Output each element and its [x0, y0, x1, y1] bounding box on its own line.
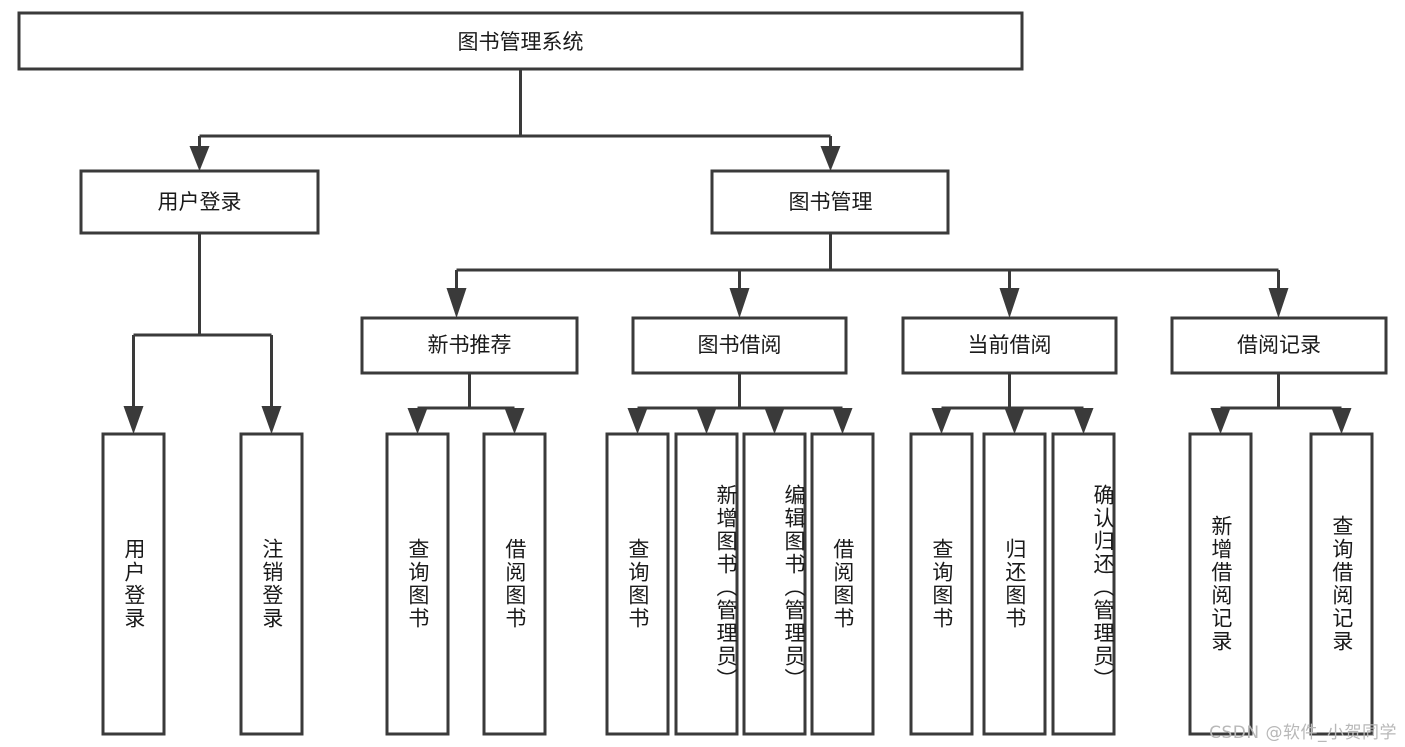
arrowhead-current-leaf-3	[1073, 408, 1094, 434]
arrowhead-root-to-user-login	[189, 146, 210, 171]
arrowhead-borrow-leaf-3	[764, 408, 785, 434]
arrowhead-new-book-leaf-1	[407, 408, 428, 434]
node-current-borrow-label: 当前借阅	[968, 333, 1052, 357]
node-root-box[interactable]	[17, 11, 1024, 71]
leaf-box-return-book[interactable]	[982, 432, 1047, 736]
node-borrow[interactable]: 图书借阅	[631, 316, 848, 375]
node-borrow-records[interactable]: 借阅记录	[1170, 316, 1388, 375]
node-user-login-label: 用户登录	[158, 190, 242, 214]
leaf-box-borrow-book-2[interactable]	[810, 432, 875, 736]
csdn-watermark: CSDN @软件_小贺同学	[1209, 723, 1397, 743]
node-new-book[interactable]: 新书推荐	[360, 316, 579, 375]
connector-group-records	[1210, 373, 1352, 434]
leaf-box-query-book-2[interactable]	[605, 432, 670, 736]
connector-group-user-login	[123, 233, 282, 434]
connector-group-current	[931, 373, 1094, 434]
leaf-box-borrow-book-1[interactable]	[482, 432, 547, 736]
connector-group-book-mgmt	[446, 233, 1289, 318]
arrowhead-book-mgmt-to-current	[999, 288, 1020, 318]
arrowhead-borrow-leaf-4	[832, 408, 853, 434]
node-borrow-label: 图书借阅	[698, 333, 782, 357]
arrowhead-current-leaf-1	[931, 408, 952, 434]
node-borrow-records-box[interactable]	[1170, 316, 1388, 375]
leaf-box-query-book-1[interactable]	[385, 432, 450, 736]
leaf-box-logout[interactable]	[239, 432, 304, 736]
node-borrow-box[interactable]	[631, 316, 848, 375]
node-root-label: 图书管理系统	[458, 30, 584, 54]
leaf-box-edit-book-admin[interactable]	[742, 432, 807, 736]
arrowhead-borrow-leaf-2	[696, 408, 717, 434]
leaf-box-add-record[interactable]	[1188, 432, 1253, 736]
arrowhead-borrow-leaf-1	[627, 408, 648, 434]
arrowhead-user-login-leaf-1	[123, 406, 144, 434]
node-borrow-records-label: 借阅记录	[1237, 333, 1321, 357]
leaf-box-add-book-admin[interactable]	[674, 432, 739, 736]
node-book-mgmt[interactable]: 图书管理	[710, 169, 950, 235]
connector-group-borrow	[627, 373, 853, 434]
connector-group-root	[189, 69, 841, 171]
arrowhead-new-book-leaf-2	[504, 408, 525, 434]
arrowhead-current-leaf-2	[1004, 408, 1025, 434]
arrowhead-records-leaf-1	[1210, 408, 1231, 434]
node-new-book-label: 新书推荐	[428, 333, 512, 357]
arrowhead-root-to-book-mgmt	[820, 146, 841, 171]
leaf-box-confirm-return[interactable]	[1051, 432, 1116, 736]
node-book-mgmt-box[interactable]	[710, 169, 950, 235]
node-current-borrow[interactable]: 当前借阅	[901, 316, 1118, 375]
leaf-box-query-book-3[interactable]	[909, 432, 974, 736]
node-root[interactable]: 图书管理系统	[17, 11, 1024, 71]
node-new-book-box[interactable]	[360, 316, 579, 375]
arrowhead-book-mgmt-to-new-book	[446, 288, 467, 318]
leaf-box-query-record[interactable]	[1309, 432, 1374, 736]
arrowhead-book-mgmt-to-records	[1268, 288, 1289, 318]
arrowhead-records-leaf-2	[1331, 408, 1352, 434]
arrowhead-book-mgmt-to-borrow	[729, 288, 750, 318]
connector-group-new-book	[407, 373, 525, 434]
arrowhead-user-login-leaf-2	[261, 406, 282, 434]
node-current-borrow-box[interactable]	[901, 316, 1118, 375]
node-user-login-box[interactable]	[79, 169, 320, 235]
node-user-login[interactable]: 用户登录	[79, 169, 320, 235]
node-book-mgmt-label: 图书管理	[789, 190, 873, 214]
leaf-box-user-login[interactable]	[101, 432, 166, 736]
